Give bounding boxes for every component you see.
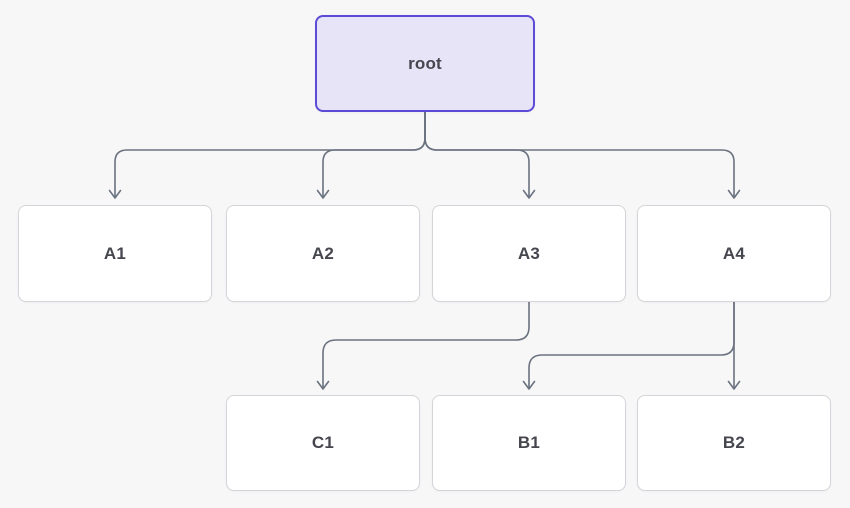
arrowhead-root-a1 [108,189,122,199]
arrowhead-a3-c1 [316,380,330,390]
node-root-label: root [408,53,442,73]
node-b2-label: B2 [722,433,746,452]
node-a3-label: A3 [517,243,541,263]
arrowhead-root-a3 [522,189,536,199]
node-c1-label: C1 [311,433,335,452]
edge-root-a2 [322,112,426,197]
node-root[interactable]: root [315,15,535,112]
arrowhead-a4-b1 [522,380,536,390]
arrowhead-root-a4 [727,189,741,199]
edge-root-a4 [424,112,735,197]
edge-root-a3 [424,112,530,197]
node-a3[interactable]: A3 [432,205,626,302]
node-a4[interactable]: A4 [637,205,831,302]
node-a2[interactable]: A2 [226,205,420,302]
edge-root-a1 [114,112,426,197]
node-b1[interactable]: B1 [432,395,626,491]
arrowhead-root-a2 [316,189,330,199]
node-a4-label: A4 [722,243,746,263]
edge-a4-b1 [528,302,735,388]
edge-a3-c1 [322,302,530,388]
node-a2-label: A2 [311,243,335,263]
arrowhead-a4-b2 [727,380,741,390]
node-b1-label: B1 [517,433,541,452]
node-a1[interactable]: A1 [18,205,212,302]
node-b2[interactable]: B2 [637,395,831,491]
node-a1-label: A1 [103,243,127,263]
node-c1[interactable]: C1 [226,395,420,491]
